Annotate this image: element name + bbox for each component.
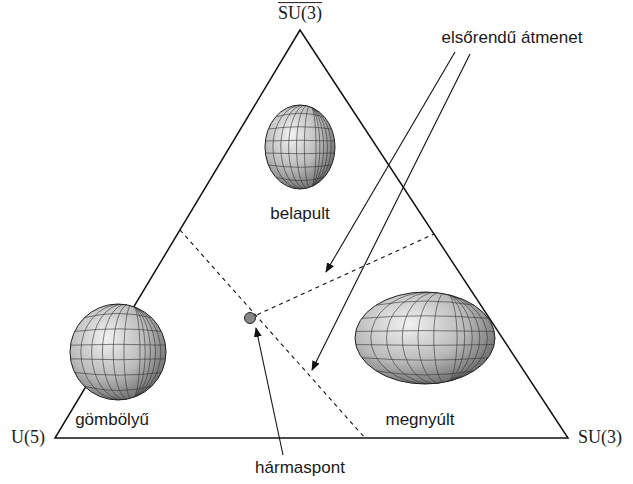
region-label: megnyúlt bbox=[386, 411, 455, 430]
region-label: gömbölyű bbox=[75, 411, 149, 430]
leader-line bbox=[326, 52, 455, 272]
ellipsoid bbox=[355, 292, 495, 384]
ellipsoid bbox=[265, 105, 335, 189]
triple-point bbox=[245, 313, 256, 324]
vertex-label: U(5) bbox=[11, 428, 45, 448]
callout-text: elsőrendű átmenet bbox=[442, 29, 583, 48]
leader-line bbox=[256, 328, 283, 455]
triangle bbox=[55, 30, 568, 438]
vertex-label: SU(3) bbox=[278, 4, 322, 24]
callout-text: hármaspont bbox=[255, 459, 345, 478]
vertex-label: SU(3) bbox=[578, 428, 622, 448]
ellipsoid bbox=[70, 304, 166, 400]
region-label: belapult bbox=[270, 205, 330, 224]
